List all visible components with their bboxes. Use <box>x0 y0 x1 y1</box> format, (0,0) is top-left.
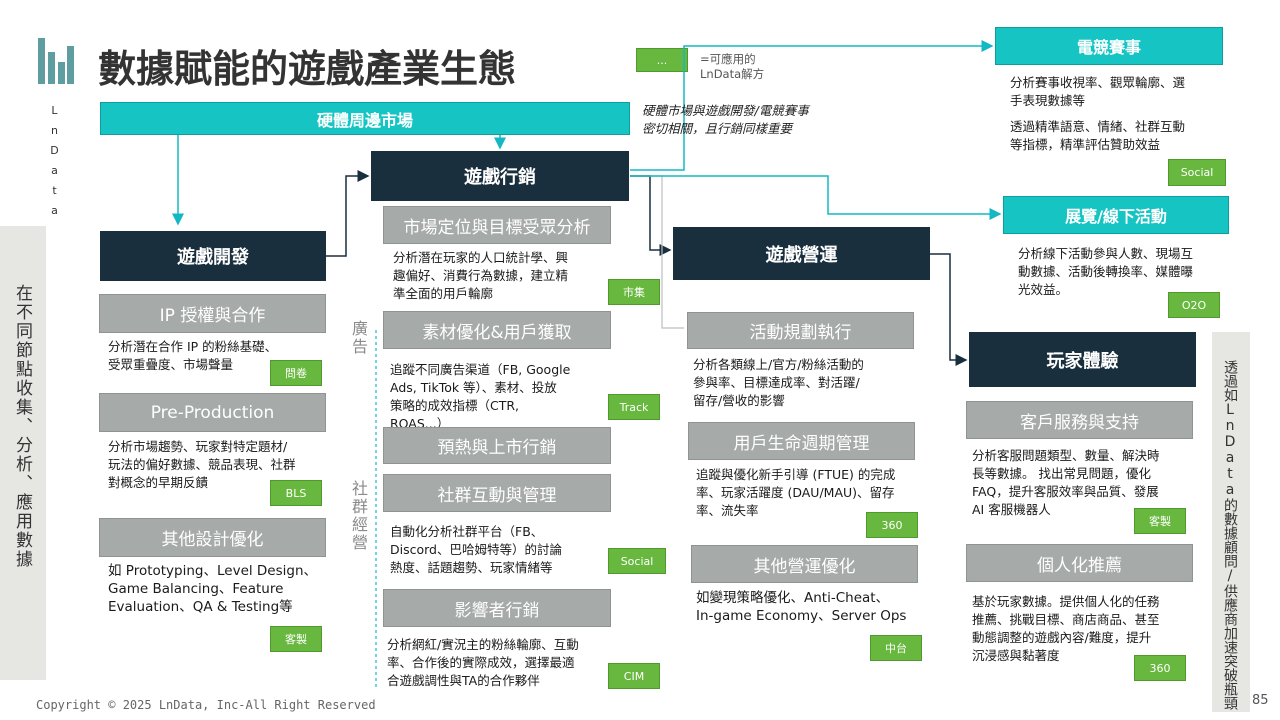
personalized-recommendation: 個人化推薦 <box>966 544 1193 582</box>
note-text: 硬體市場與遊戲開發/電競賽事 密切相關，且行銷同樣重要 <box>642 103 809 136</box>
event-planning-desc: 分析各類線上/官方/粉絲活動的 參與率、目標達成率、對活躍/ 留存/營收的影響 <box>693 357 864 408</box>
prelaunch-marketing: 預熱與上市行銷 <box>383 427 611 464</box>
community-management: 社群互動與管理 <box>383 474 611 512</box>
lifecycle-management-desc: 追蹤與優化新手引導 (FTUE) 的完成 率、玩家活躍度 (DAU/MAU)、留… <box>696 467 896 518</box>
tag-cim: CIM <box>608 663 660 689</box>
tag-o2o: O2O <box>1168 292 1220 318</box>
customer-service: 客戶服務與支持 <box>966 401 1193 439</box>
right-panel-text: 透過如LnData的數據顧問/供應商加速突破瓶頸 <box>1222 360 1238 710</box>
influencer-marketing: 影響者行銷 <box>383 589 611 627</box>
creative-optimization: 素材優化&用戶獲取 <box>383 311 611 349</box>
pre-production-desc: 分析市場趨勢、玩家對特定題材/ 玩法的偏好數據、競品表現、社群 對概念的早期反饋 <box>108 439 296 490</box>
ip-licensing: IP 授權與合作 <box>99 294 326 333</box>
brand-vertical: LnData <box>48 104 61 224</box>
tag-360-player: 360 <box>1134 655 1186 681</box>
influencer-marketing-desc: 分析網紅/實況主的粉絲輪廓、互動 率、合作後的實際成效，選擇最適 合遊戲調性與T… <box>387 637 579 688</box>
hardware-market: 硬體周邊市場 <box>100 102 630 135</box>
left-panel <box>0 226 46 680</box>
tag-middle-platform: 中台 <box>870 635 922 661</box>
tag-track: Track <box>608 394 660 420</box>
left-panel-text: 在不同節點收集、分析、應用數據 <box>12 284 32 569</box>
footer-copyright: Copyright © 2025 LnData, Inc-All Right R… <box>36 698 376 712</box>
tag-360-ops: 360 <box>866 512 918 538</box>
esports-header: 電競賽事 <box>995 27 1223 65</box>
player-experience-header: 玩家體驗 <box>969 332 1196 387</box>
social-label: 社群經營 <box>349 480 368 552</box>
creative-optimization-desc: 追蹤不同廣告渠道（FB, Google Ads, TikTok 等）、素材、投放… <box>390 362 571 427</box>
game-dev-header: 遊戲開發 <box>100 231 326 281</box>
event-planning: 活動規劃執行 <box>687 312 914 349</box>
lifecycle-management: 用戶生命週期管理 <box>688 422 915 460</box>
tag-bls: BLS <box>270 480 322 506</box>
tag-market: 市集 <box>608 279 660 305</box>
customer-service-desc: 分析客服問題類型、數量、解決時 長等數據。 找出常見問題，優化 FAQ，提升客服… <box>972 448 1160 517</box>
other-design-desc: 如 Prototyping、Level Design、 Game Balanci… <box>108 563 318 615</box>
community-management-desc: 自動化分析社群平台（FB、 Discord、巴哈姆特等）的討論 熱度、話題趨勢、… <box>390 524 562 575</box>
marketing-header: 遊戲行銷 <box>371 151 629 201</box>
esports-desc-2: 透過精準語意、情緒、社群互動 等指標，精準評估贊助效益 <box>1010 119 1186 152</box>
tag-custom-player: 客製 <box>1134 508 1186 534</box>
page-title: 數據賦能的遊戲產業生態 <box>98 47 517 91</box>
events-header: 展覽/線下活動 <box>1003 196 1229 234</box>
page-number: 85 <box>1252 693 1269 708</box>
market-positioning: 市場定位與目標受眾分析 <box>383 206 611 244</box>
logo-icon <box>38 38 74 84</box>
ad-label: 廣告 <box>349 320 368 356</box>
tag-custom-dev: 客製 <box>270 626 322 652</box>
right-panel <box>1212 332 1250 712</box>
tag-social-marketing: Social <box>608 548 666 574</box>
esports-desc-1: 分析賽事收視率、觀眾輪廓、選 手表現數據等 <box>1010 75 1186 108</box>
personalized-recommendation-desc: 基於玩家數據。提供個人化的任務 推薦、挑戰目標、商店商品、甚至 動態調整的遊戲內… <box>972 594 1160 663</box>
other-operations: 其他營運優化 <box>691 545 918 583</box>
ip-licensing-desc: 分析潛在合作 IP 的粉絲基礎、 受眾重疊度、市場聲量 <box>108 339 278 372</box>
events-desc: 分析線下活動參與人數、現場互 動數據、活動後轉換率、媒體曝 光效益。 <box>1018 246 1194 297</box>
other-design: 其他設計優化 <box>99 518 326 557</box>
pre-production: Pre-Production <box>99 393 326 432</box>
other-operations-desc: 如變現策略優化、Anti-Cheat、 In-game Economy、Serv… <box>696 590 907 624</box>
tag-survey: 問卷 <box>270 360 322 386</box>
legend-tag: ... <box>636 48 688 72</box>
tag-social-esports: Social <box>1168 159 1226 186</box>
legend-text: =可應用的 LnData解方 <box>700 52 765 81</box>
market-positioning-desc: 分析潛在玩家的人口統計學、興 趣偏好、消費行為數據，建立精 準全面的用戶輪廓 <box>393 250 569 301</box>
operations-header: 遊戲營運 <box>673 227 930 280</box>
